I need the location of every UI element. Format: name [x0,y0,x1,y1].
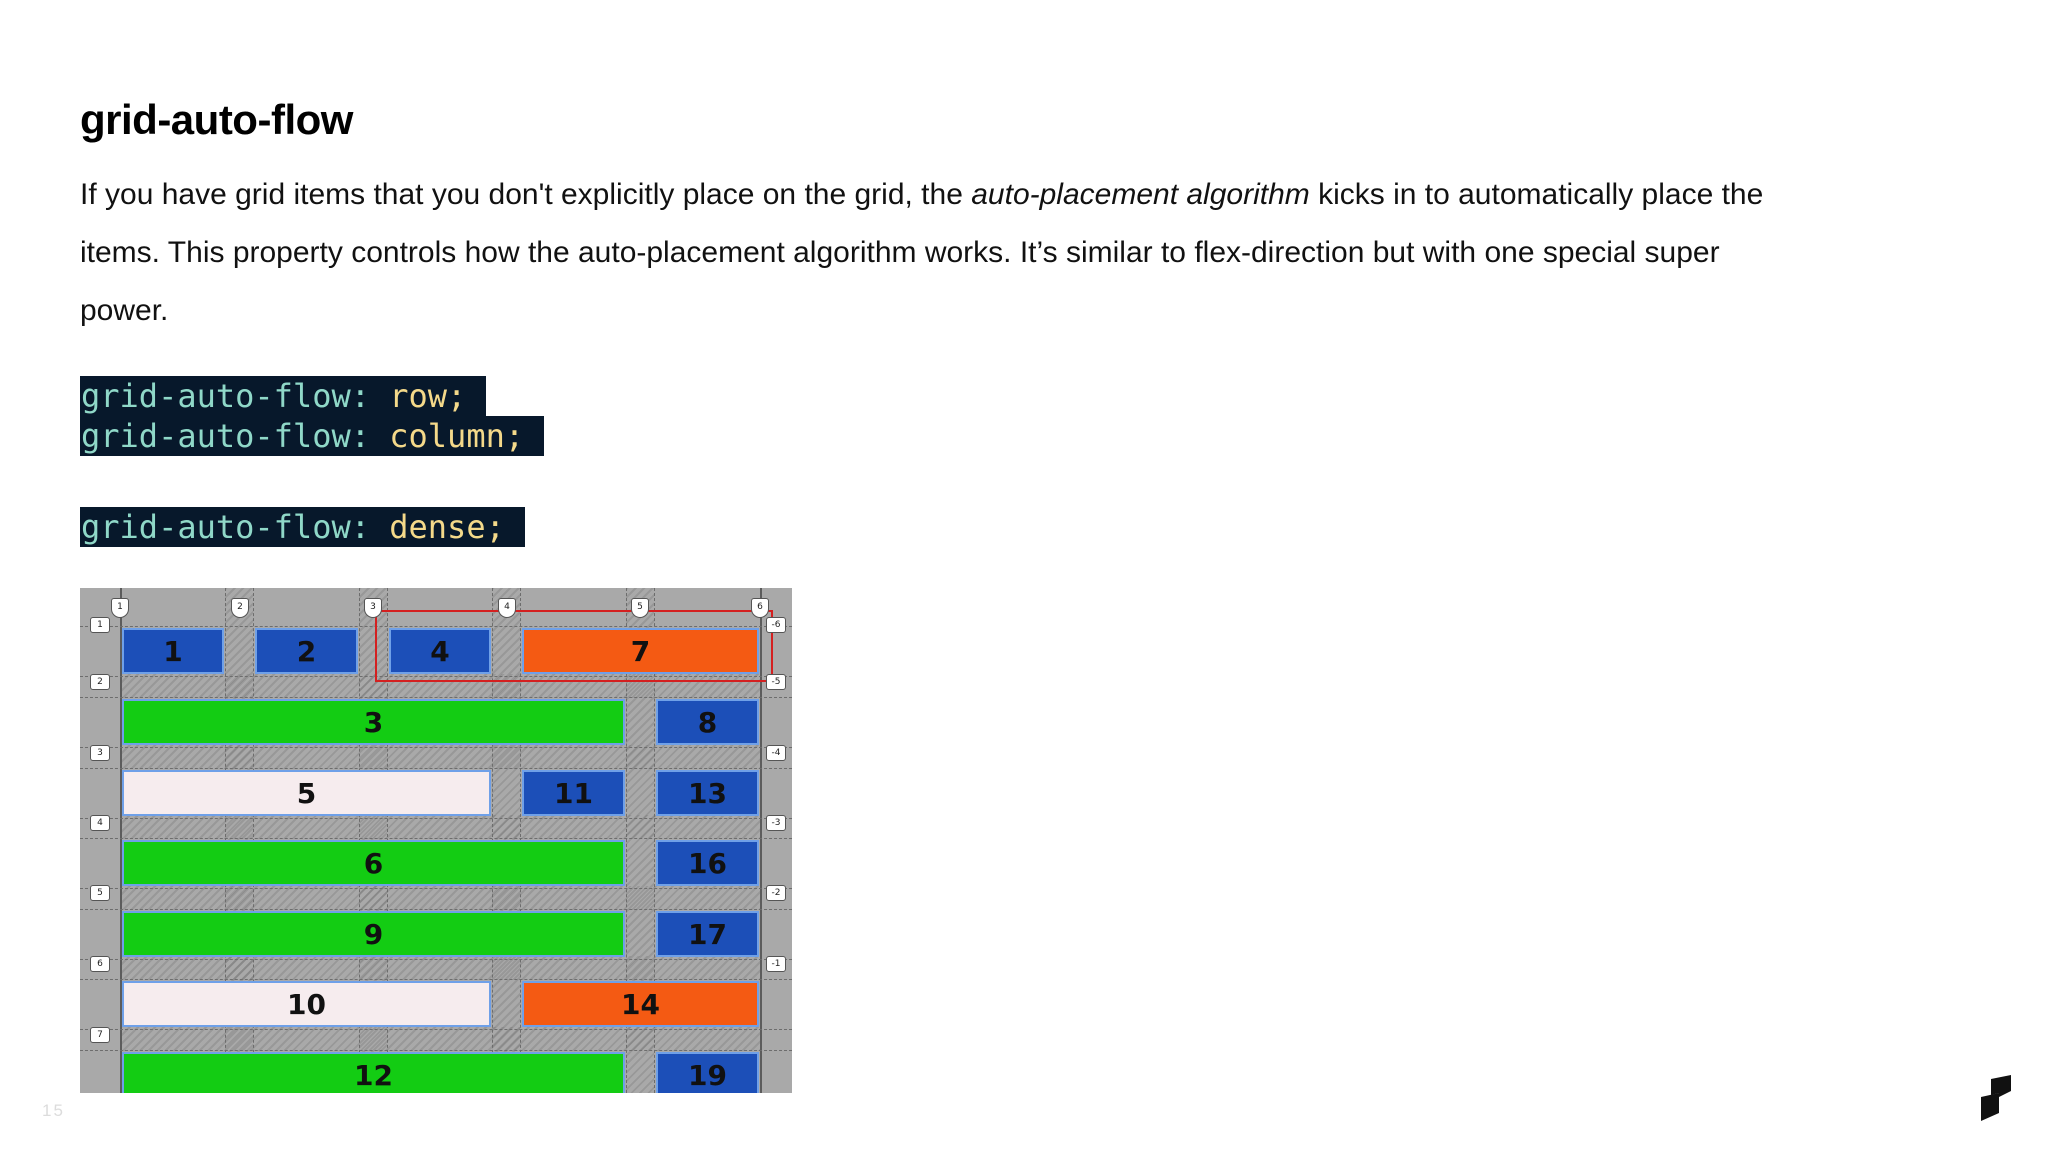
column-line-number: 2 [231,598,249,618]
grid-line-horizontal [80,979,792,980]
code-property: grid-auto-flow: [81,508,370,546]
row-line-number: 1 [90,617,110,633]
column-line-number: 1 [111,598,129,618]
row-line-number: 2 [90,674,110,690]
grid-line-vertical [760,588,762,1093]
column-line-number: 5 [631,598,649,618]
grid-item: 7 [522,628,759,674]
grid-line-horizontal [80,1029,792,1030]
grid-line-horizontal [80,676,792,677]
grid-item: 11 [522,770,625,816]
paragraph-text-end: kicks in to automatically place the item… [80,178,1764,327]
row-line-number-negative: -6 [766,617,786,633]
row-line-number-negative: -1 [766,956,786,972]
row-line-number-negative: -5 [766,674,786,690]
slide-title: grid-auto-flow [80,96,353,143]
code-value: column; [389,417,525,455]
grid-item: 4 [389,628,491,674]
row-gap [120,815,760,839]
code-value: dense; [389,508,505,546]
code-line-column: grid-auto-flow: column; [80,416,545,456]
grid-line-horizontal [80,747,792,748]
row-line-number: 5 [90,885,110,901]
row-line-number-negative: -4 [766,745,786,761]
grid-line-horizontal [80,626,792,627]
code-line-dense: grid-auto-flow: dense; [80,507,525,547]
grid-line-horizontal [80,959,792,960]
row-line-number-negative: -3 [766,815,786,831]
grid-line-horizontal [80,697,792,698]
intro-paragraph: If you have grid items that you don't ex… [80,166,1780,340]
row-line-number: 3 [90,745,110,761]
row-gap [120,956,760,980]
grid-line-vertical [654,588,655,1093]
grid-item: 5 [122,770,491,816]
row-gap [120,745,760,769]
grid-item: 13 [656,770,759,816]
column-line-number: 6 [751,598,769,618]
grid-item: 6 [122,840,625,886]
row-line-number: 4 [90,815,110,831]
grid-line-vertical [120,588,122,1093]
code-line-row: grid-auto-flow: row; [80,376,487,416]
row-gap [120,886,760,910]
grid-item: 16 [656,840,759,886]
row-gap [120,674,760,698]
grid-item: 9 [122,911,625,957]
column-line-number: 3 [364,598,382,618]
grid-line-horizontal [80,768,792,769]
dense-fill-highlight [375,610,773,682]
paragraph-emphasis: auto-placement algorithm [971,178,1310,211]
code-property: grid-auto-flow: [81,417,370,455]
grid-item: 8 [656,699,759,745]
code-value: row; [389,377,467,415]
grid-item: 2 [255,628,358,674]
grid-line-horizontal [80,1050,792,1051]
row-gap [120,1027,760,1051]
brand-logo-icon [1981,1075,2011,1121]
code-property: grid-auto-flow: [81,377,370,415]
page-number: 15 [42,1101,65,1120]
grid-line-horizontal [80,888,792,889]
grid-item: 14 [522,981,759,1027]
row-line-number: 6 [90,956,110,972]
grid-item: 12 [122,1052,625,1093]
grid-item: 17 [656,911,759,957]
grid-line-horizontal [80,909,792,910]
paragraph-text-start: If you have grid items that you don't ex… [80,178,972,211]
grid-item: 1 [122,628,224,674]
grid-line-horizontal [80,838,792,839]
column-line-number: 4 [498,598,516,618]
row-line-number-negative: -2 [766,885,786,901]
grid-item: 3 [122,699,625,745]
grid-line-vertical [626,588,627,1093]
grid-line-horizontal [80,818,792,819]
grid-item: 10 [122,981,491,1027]
row-line-number: 7 [90,1027,110,1043]
grid-item: 19 [656,1052,759,1093]
